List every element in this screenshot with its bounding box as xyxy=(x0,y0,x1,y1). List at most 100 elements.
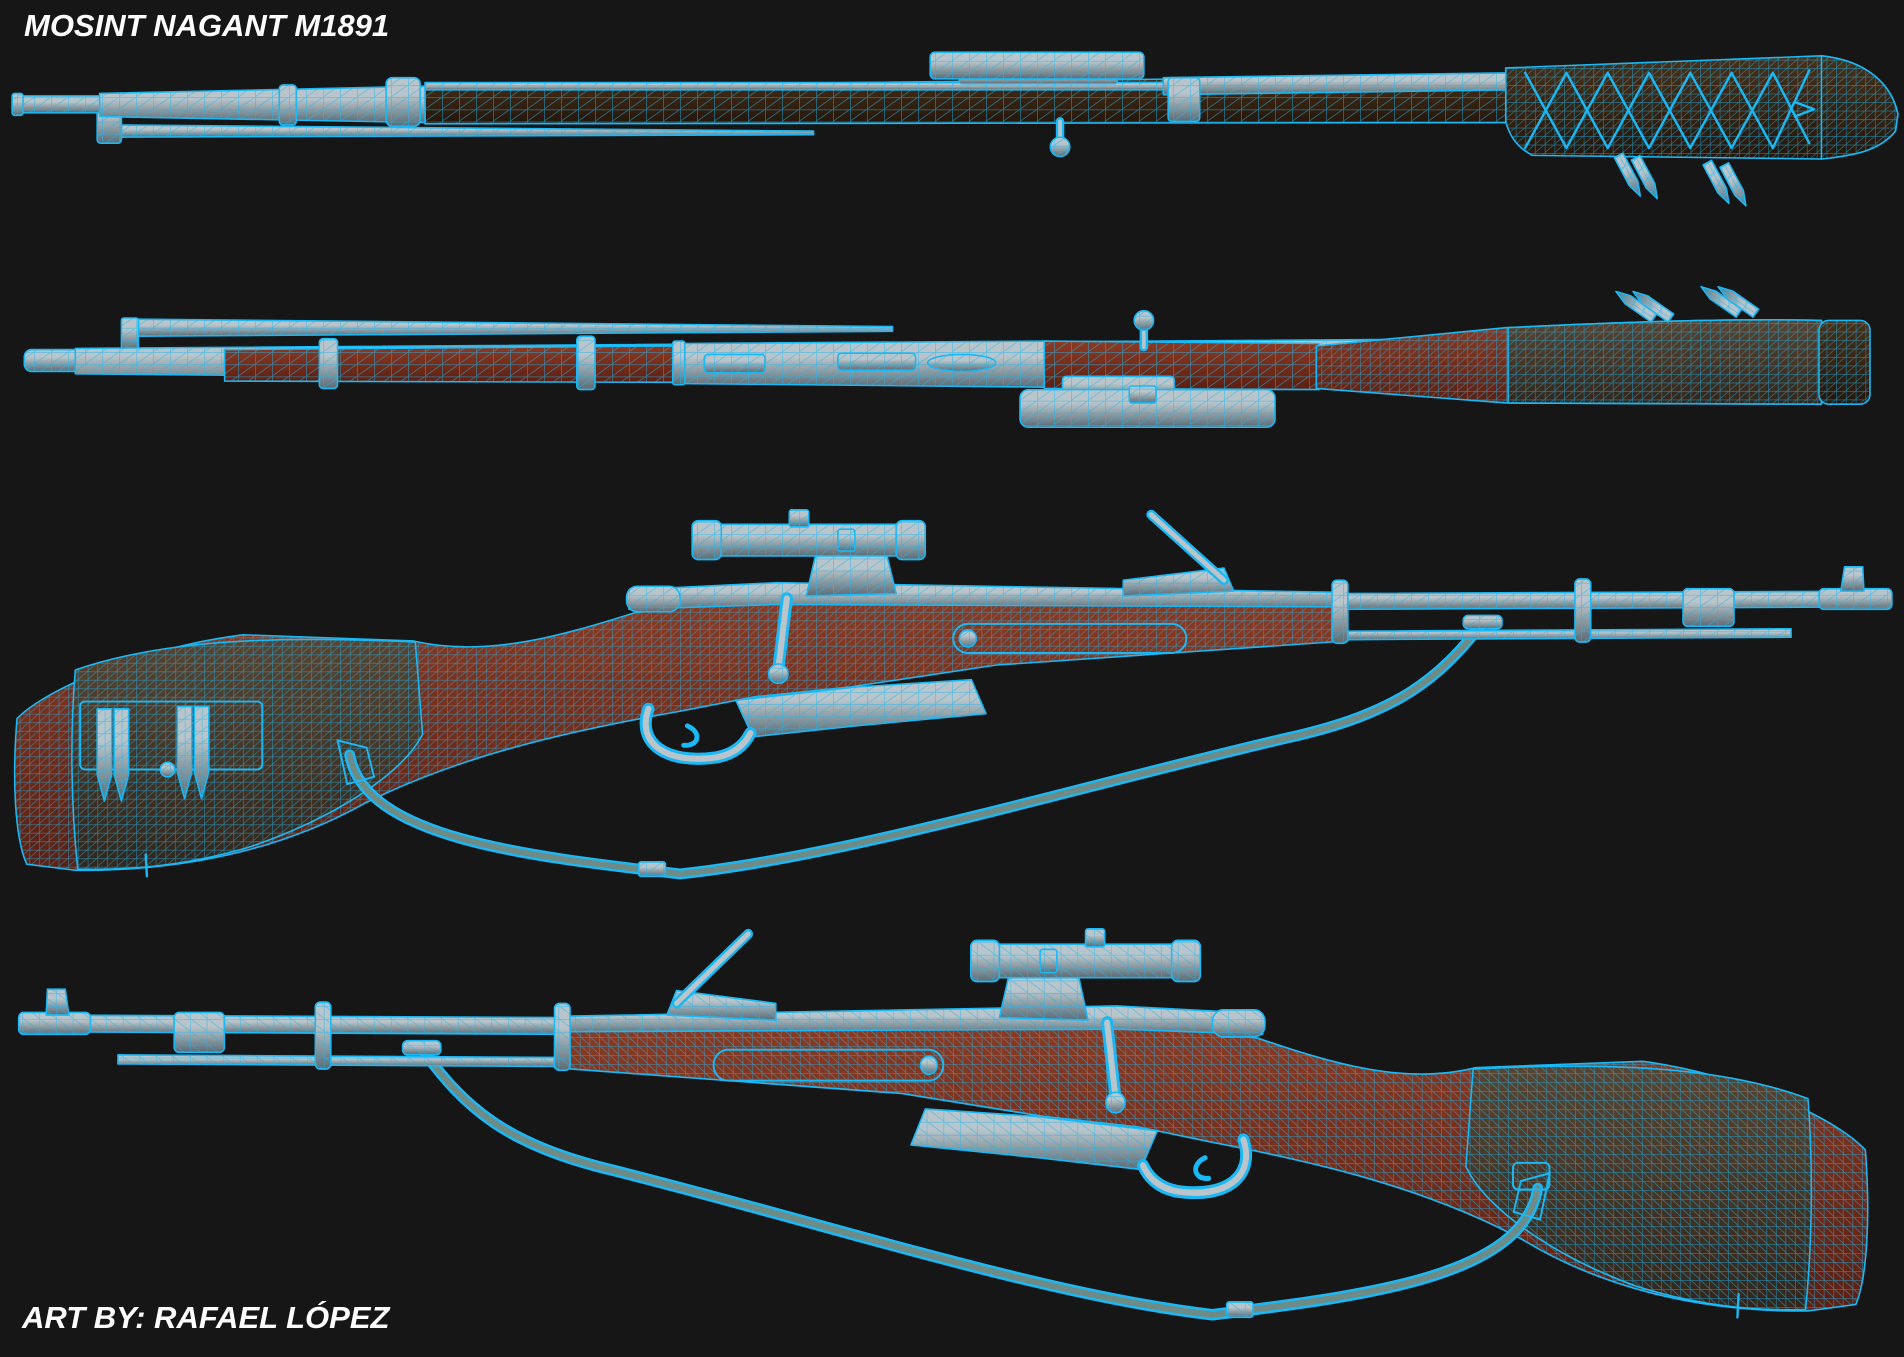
rifle-side-body xyxy=(13,508,1893,880)
front-sight-wireframe xyxy=(45,988,70,1016)
magazine-recess xyxy=(712,1048,945,1082)
barrel-wireframe xyxy=(1334,590,1891,611)
barrel-band-wireframe xyxy=(1574,578,1592,643)
bolt-knob-wireframe xyxy=(1133,309,1155,331)
cleaning-rod-wireframe xyxy=(120,124,815,138)
barrel-wireframe xyxy=(98,85,429,124)
page-title: MOSINT NAGANT M1891 xyxy=(24,8,390,43)
front-sight-wireframe xyxy=(1840,566,1865,592)
stock-cover-wireframe xyxy=(1507,319,1823,405)
rear-sight-base-wireframe xyxy=(666,989,777,1021)
scope-eyepiece-wireframe xyxy=(1170,939,1202,983)
cartridge-wireframe xyxy=(1717,285,1760,318)
barrel-band-wireframe xyxy=(553,1002,571,1072)
trigger-guard-wireframe xyxy=(837,352,917,371)
strap-rivet-wireframe xyxy=(159,761,176,778)
nose-cap-wireframe xyxy=(1682,587,1735,628)
bolt-knob-wireframe xyxy=(767,663,789,685)
scope-windage-knob-wireframe xyxy=(837,528,856,552)
scope-wireframe xyxy=(929,51,1145,80)
bolt-knob-wireframe xyxy=(1105,1091,1126,1114)
trigger xyxy=(681,723,700,748)
recess-screw-wireframe xyxy=(919,1055,939,1076)
barrel-band-wireframe xyxy=(671,340,686,386)
sling-buckle-wireframe xyxy=(637,860,667,878)
cartridge-wireframe xyxy=(1615,290,1658,323)
trigger-guard xyxy=(642,705,754,762)
scope-objective-wireframe xyxy=(895,519,927,561)
scope-mount-wireframe xyxy=(998,974,1089,1021)
rifle-left-side-body xyxy=(17,927,1869,1321)
sling-loop xyxy=(1512,1161,1551,1191)
scope-windage-knob-wireframe xyxy=(1039,948,1058,974)
butt-swivel xyxy=(144,853,149,878)
receiver-marking-wireframe xyxy=(926,353,997,373)
cartridge-wireframe xyxy=(1702,159,1730,205)
cartridge-wireframe xyxy=(113,708,130,802)
cartridge-wireframe xyxy=(1632,290,1675,323)
scope-turret-wireframe xyxy=(1084,927,1106,948)
cartridge-wireframe xyxy=(96,708,113,802)
sling xyxy=(346,618,1487,877)
scope-tube-wireframe xyxy=(972,943,1199,979)
forearm-wireframe xyxy=(223,345,679,384)
trigger-guard xyxy=(1139,1136,1250,1196)
cleaning-rod-wireframe xyxy=(137,318,894,338)
rifle-left-side-view xyxy=(17,927,1869,1321)
cartridge-wireframe xyxy=(1719,162,1747,207)
barrel-band-wireframe xyxy=(1331,579,1349,645)
stock-cover-lacing xyxy=(1523,69,1811,150)
cleaning-rod-wireframe xyxy=(1347,627,1792,641)
recess-screw-wireframe xyxy=(958,629,978,648)
sling-loop xyxy=(1512,1171,1551,1221)
scope-turret-wireframe xyxy=(788,508,810,528)
butt-marker xyxy=(1793,100,1816,118)
muzzle-crown-wireframe xyxy=(11,92,24,117)
cartridge-wireframe xyxy=(1613,152,1642,197)
rifle-bottom-view xyxy=(23,285,1871,429)
muzzle-wireframe xyxy=(11,95,103,114)
bolt-handle xyxy=(775,595,790,672)
scope-tube-wireframe xyxy=(693,523,924,557)
butt-plate-wireframe xyxy=(1820,55,1899,160)
bolt-body-wireframe xyxy=(1211,1008,1266,1038)
sling-swivel-wireframe xyxy=(1462,614,1503,630)
barrel-band-wireframe xyxy=(385,76,421,128)
barrel-band-wireframe xyxy=(314,1001,332,1070)
rear-sight-base-wireframe xyxy=(1122,567,1235,597)
cartridge-wireframe xyxy=(1630,154,1659,200)
rifle-top-view xyxy=(11,51,1899,207)
magazine-recess xyxy=(952,622,1188,654)
receiver-ring-wireframe xyxy=(1167,76,1201,123)
butt-plate-wireframe xyxy=(1818,319,1871,405)
artist-credit: ART BY: RAFAEL LÓPEZ xyxy=(22,1300,390,1335)
scope-turret-wireframe xyxy=(1128,385,1157,404)
bolt-knob-wireframe xyxy=(1049,136,1071,158)
stock-cover-wireframe xyxy=(71,638,424,871)
barrel-wireframe xyxy=(20,1014,568,1036)
muzzle-wireframe xyxy=(23,348,81,373)
bolt-body-wireframe xyxy=(625,585,681,613)
rifle-side-body-mirrored xyxy=(17,927,1869,1321)
front-sight-wireframe xyxy=(120,317,140,351)
sling-loop xyxy=(336,739,376,786)
cartridge-wireframe xyxy=(176,705,193,800)
sling-swivel-wireframe xyxy=(401,1039,442,1056)
trigger xyxy=(1193,1155,1212,1181)
scope-mount-wireframe xyxy=(805,552,897,597)
scope-objective-wireframe xyxy=(969,939,1001,983)
nose-cap-wireframe xyxy=(173,1011,226,1054)
barrel-band-wireframe xyxy=(575,335,596,391)
stock-cover-wireframe xyxy=(1465,1065,1813,1311)
sling xyxy=(417,1043,1541,1318)
rear-sight-leaf xyxy=(1148,512,1227,583)
rifle-right-side-view xyxy=(13,508,1893,880)
cartridge-wireframe xyxy=(1700,285,1743,318)
magazine-floorplate-wireframe xyxy=(703,353,766,374)
sling-buckle-wireframe xyxy=(1225,1301,1254,1319)
barrel-band-wireframe xyxy=(278,84,298,126)
butt-swivel xyxy=(1736,1292,1740,1319)
scope-eyepiece-wireframe xyxy=(691,519,723,561)
bolt-handle xyxy=(1104,1019,1119,1101)
